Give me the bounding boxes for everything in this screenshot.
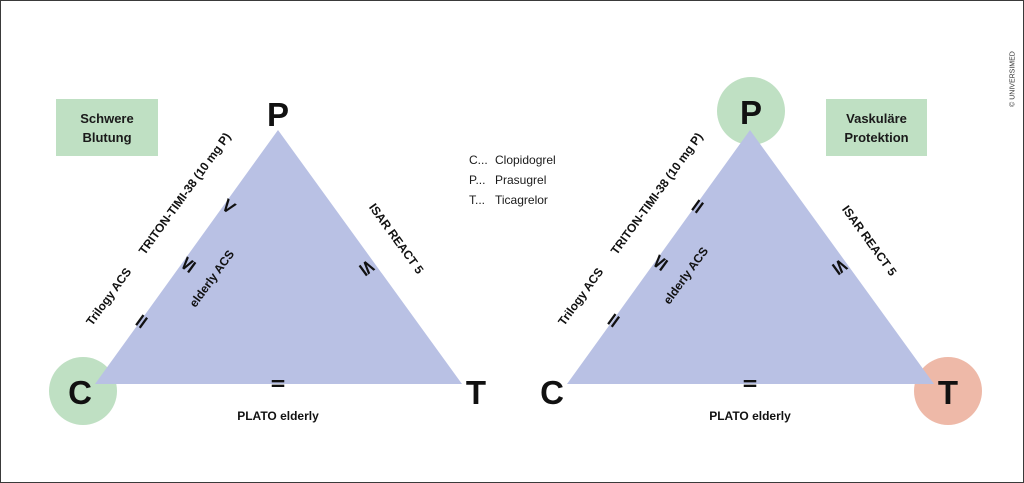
right-box-line1: Vaskuläre [846,110,907,126]
legend-item: T... Ticagrelor [469,190,556,210]
right-vertex-c: C [540,374,564,411]
left-vertex-p: P [267,96,289,133]
right-box-line2: Protektion [844,129,909,145]
left-vertex-t: T [466,374,486,411]
left-box-line1: Schwere [80,110,134,126]
left-symbol-plato: = [270,371,287,395]
legend-item: P... Prasugrel [469,170,556,190]
legend-key: C... [469,153,488,167]
right-label-plato: PLATO elderly [709,409,791,423]
left-vertex-c-highlight [49,357,117,425]
copyright-notice: © UNIVERSIMED [1009,51,1017,107]
legend-value: Clopidogrel [495,153,556,167]
legend-key: T... [469,193,486,207]
left-label-trilogy: Trilogy ACS [83,265,134,328]
left-triangle [95,130,462,384]
left-label-plato: PLATO elderly [237,409,319,423]
left-vertex-c: C [68,374,92,411]
right-box-vaskulaere-protektion: Vaskuläre Protektion [826,99,927,156]
right-vertex-p: P [740,94,762,131]
legend-item: C... Clopidogrel [469,150,556,170]
legend-value: Prasugrel [495,173,547,187]
right-triangle [567,130,934,384]
left-box-line2: Blutung [82,129,132,145]
left-box-schwere-blutung: Schwere Blutung [56,99,158,156]
legend-value: Ticagrelor [495,193,548,207]
right-vertex-p-highlight [717,77,785,145]
right-symbol-plato: = [742,371,759,395]
right-vertex-t: T [938,374,958,411]
legend-key: P... [469,173,486,187]
legend: C... Clopidogrel P... Prasugrel T... Tic… [469,150,556,210]
right-vertex-t-highlight [914,357,982,425]
